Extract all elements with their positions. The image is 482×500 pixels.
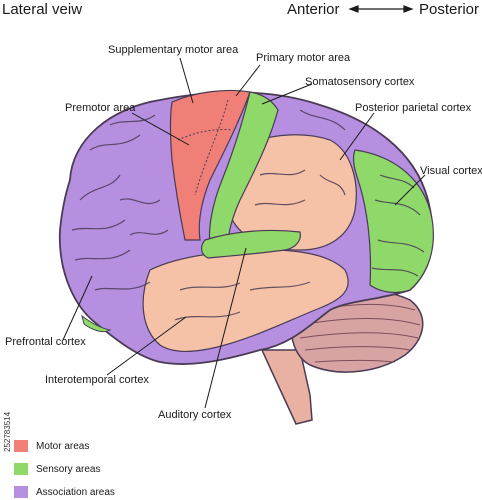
label-somatosensory: Somatosensory cortex [305, 76, 415, 88]
label-primary-motor: Primary motor area [256, 52, 351, 64]
legend-swatch-association [14, 486, 28, 498]
legend-sensory: Sensory areas [14, 463, 100, 475]
legend-swatch-sensory [14, 463, 28, 475]
anterior-label: Anterior [287, 1, 340, 18]
label-auditory: Auditory cortex [158, 409, 232, 421]
direction-arrow [348, 5, 414, 13]
label-interotemporal: Interotemporal cortex [45, 374, 149, 386]
leader-lines [62, 57, 426, 409]
legend-label-association: Association areas [36, 486, 115, 498]
label-prefrontal: Prefrontal cortex [5, 336, 86, 348]
motor-area [169, 89, 251, 241]
legend-motor: Motor areas [14, 440, 89, 452]
visual-cortex [352, 149, 434, 294]
label-premotor: Premotor area [65, 102, 136, 114]
supplementary-boundary [177, 129, 233, 141]
gyri-lines [71, 109, 425, 321]
orbital-sensory-tip [81, 314, 112, 333]
label-supplementary-motor: Supplementary motor area [108, 44, 239, 56]
view-title: Lateral veiw [2, 1, 83, 18]
posterior-label: Posterior [419, 1, 480, 18]
legend-association: Association areas [14, 486, 115, 498]
auditory-strip [201, 229, 301, 259]
legend-label-sensory: Sensory areas [36, 463, 101, 475]
legend-swatch-motor [14, 440, 28, 452]
premotor-boundary [194, 99, 229, 196]
label-posterior-parietal: Posterior parietal cortex [355, 102, 472, 114]
label-visual: Visual cortex [420, 165, 482, 177]
somatosensory-strip [208, 91, 279, 246]
legend-label-motor: Motor areas [36, 440, 90, 452]
